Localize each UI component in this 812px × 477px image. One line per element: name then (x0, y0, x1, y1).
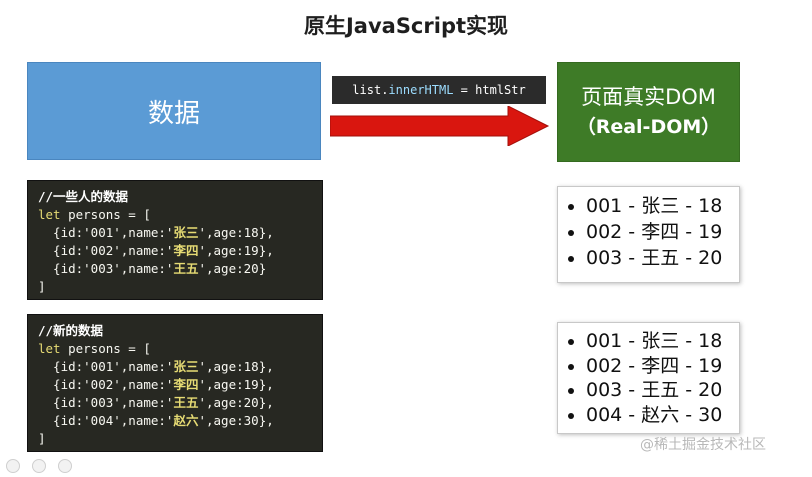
code-text: ',age:20} (198, 261, 267, 276)
data-box-label: 数据 (147, 98, 200, 129)
slide-control-dot[interactable] (6, 459, 20, 473)
code-text: {id:'002',name:' (38, 377, 174, 392)
code-string: 李四 (173, 377, 199, 392)
list-item: 003 - 王五 - 20 (586, 245, 739, 271)
code-line: let persons = [ (38, 206, 312, 224)
code-keyword: let (38, 207, 61, 222)
code-text: {id:'001',name:' (38, 359, 174, 374)
code-line: {id:'001',name:'张三',age:18}, (38, 358, 312, 376)
code-line: {id:'002',name:'李四',age:19}, (38, 242, 312, 260)
data-box: 数据 (27, 62, 321, 160)
list-item: 001 - 张三 - 18 (586, 329, 739, 354)
page-title: 原生JavaScript实现 (303, 14, 509, 38)
code-text: ',age:18}, (198, 225, 274, 240)
right-arrow-icon (330, 106, 550, 146)
code-string: 王五 (173, 261, 199, 276)
code-keyword: let (38, 341, 61, 356)
code-string: 赵六 (173, 413, 199, 428)
code-text: {id:'003',name:' (38, 261, 174, 276)
code-string: 张三 (173, 359, 199, 374)
list-item: 002 - 李四 - 19 (586, 219, 739, 245)
watermark: @稀土掘金技术社区 (640, 437, 766, 453)
rendered-list-new: 001 - 张三 - 18 002 - 李四 - 19 003 - 王五 - 2… (557, 322, 740, 434)
real-dom-title: 页面真实DOM (581, 85, 716, 109)
code-string: 李四 (173, 243, 199, 258)
code-line: ] (38, 431, 46, 446)
code-text: ',age:30}, (198, 413, 274, 428)
code-label-prefix: list. (352, 83, 389, 97)
rendered-list-initial: 001 - 张三 - 18 002 - 李四 - 19 003 - 王五 - 2… (557, 186, 740, 283)
code-text: persons = [ (60, 207, 151, 222)
code-line: {id:'001',name:'张三',age:18}, (38, 224, 312, 242)
list-item: 003 - 王五 - 20 (586, 378, 739, 403)
real-dom-subtitle: （Real-DOM） (576, 116, 721, 138)
slide-control-dot[interactable] (32, 459, 46, 473)
code-text: ',age:20}, (198, 395, 274, 410)
code-label-suffix: = htmlStr (453, 83, 526, 97)
list-item: 004 - 赵六 - 30 (586, 403, 739, 428)
code-text: ',age:18}, (198, 359, 274, 374)
code-string: 张三 (173, 225, 199, 240)
code-line: let persons = [ (38, 340, 312, 358)
code-block-initial: //一些人的数据 let persons = [ {id:'001',name:'… (27, 180, 323, 300)
code-text: persons = [ (60, 341, 151, 356)
code-text: ',age:19}, (198, 243, 274, 258)
inner-html-code-label: list.innerHTML = htmlStr (332, 76, 546, 104)
code-line: {id:'002',name:'李四',age:19}, (38, 376, 312, 394)
code-line: {id:'004',name:'赵六',age:30}, (38, 412, 312, 430)
rendered-list: 001 - 张三 - 18 002 - 李四 - 19 003 - 王五 - 2… (558, 329, 739, 427)
real-dom-box: 页面真实DOM （Real-DOM） (557, 62, 740, 162)
code-block-new: //新的数据 let persons = [ {id:'001',name:'张三… (27, 314, 323, 452)
code-label-prop: innerHTML (388, 83, 454, 97)
code-text: ',age:19}, (198, 377, 274, 392)
rendered-list: 001 - 张三 - 18 002 - 李四 - 19 003 - 王五 - 2… (558, 193, 739, 271)
list-item: 002 - 李四 - 19 (586, 354, 739, 379)
code-line: {id:'003',name:'王五',age:20} (38, 260, 312, 278)
code-comment: //一些人的数据 (38, 189, 129, 204)
code-string: 王五 (173, 395, 199, 410)
code-line: {id:'003',name:'王五',age:20}, (38, 394, 312, 412)
slide-control-dot[interactable] (58, 459, 72, 473)
code-text: {id:'001',name:' (38, 225, 174, 240)
code-text: {id:'002',name:' (38, 243, 174, 258)
code-comment: //新的数据 (38, 323, 104, 338)
list-item: 001 - 张三 - 18 (586, 193, 739, 219)
code-line: ] (38, 279, 46, 294)
code-text: {id:'004',name:' (38, 413, 174, 428)
slide-controls (6, 458, 84, 477)
code-text: {id:'003',name:' (38, 395, 174, 410)
